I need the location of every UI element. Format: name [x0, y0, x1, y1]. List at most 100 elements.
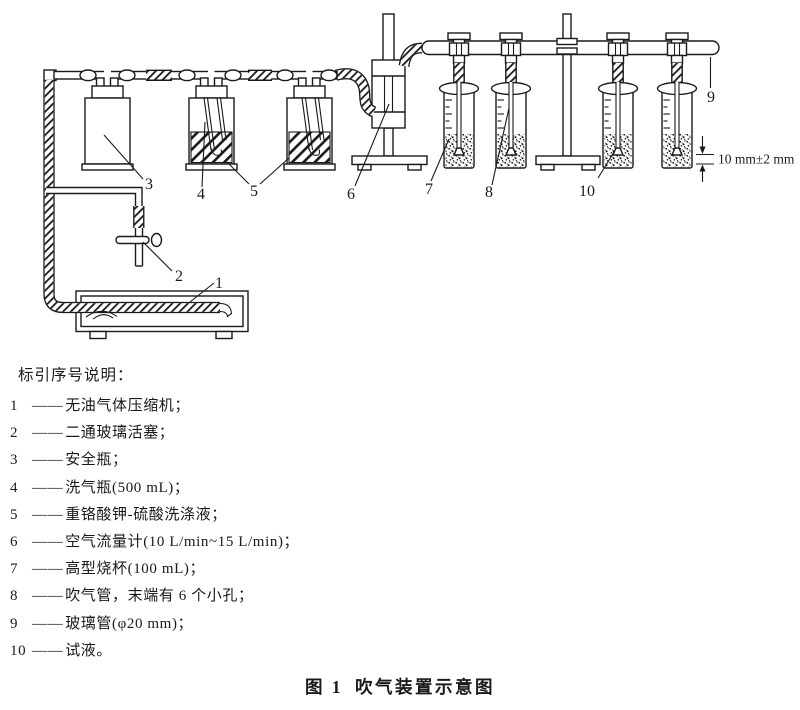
legend-item-dash: ——: [32, 642, 64, 659]
legend-item-2: 2 ——二通玻璃活塞；: [10, 421, 770, 448]
tube-connector: [79, 69, 97, 82]
legend-item-label: 二通玻璃活塞；: [65, 425, 175, 442]
tube-connector: [320, 69, 338, 82]
legend-item-number: 7: [10, 561, 19, 578]
flow-meter-tube: [382, 13, 395, 63]
pipework: [43, 69, 338, 290]
beaker-2: [490, 81, 532, 169]
legend-item-dash: ——: [32, 425, 64, 442]
tube-connector: [118, 69, 136, 82]
beaker-4: [656, 81, 698, 169]
bottle-stopper: [91, 85, 124, 99]
legend-item-number: 6: [10, 533, 19, 550]
two-way-stopcock: [46, 186, 163, 267]
blow-tube-tip: [452, 147, 466, 156]
figure-title: 吹气装置示意图: [355, 677, 496, 697]
legend-item-label: 试液。: [65, 642, 113, 659]
legend-item-label: 安全瓶；: [65, 452, 128, 469]
washing-liquid: [190, 131, 233, 164]
gas-washing-bottle-2: [283, 77, 336, 171]
legend-item-1: 1 ——无油气体压缩机；: [10, 394, 770, 421]
bottle-body: [84, 97, 131, 165]
figure-number: 图 1: [304, 677, 344, 697]
legend-title: 标引序号说明：: [18, 367, 134, 384]
part-label-8: 8: [485, 184, 493, 201]
bottle-stopper: [293, 85, 326, 99]
part-label-6: 6: [347, 186, 355, 203]
air-compressor: [43, 284, 249, 340]
legend-item-label: 吹气管，末端有 6 个小孔；: [65, 588, 254, 605]
flow-meter-rod: [383, 127, 394, 157]
legend-item-dash: ——: [32, 398, 64, 414]
flow-meter-body: [371, 59, 406, 129]
legend-item-number: 9: [10, 615, 19, 632]
legend-item-dash: ——: [32, 615, 64, 632]
blow-tube-tip: [670, 147, 684, 156]
legend-item-label: 无油气体压缩机；: [65, 398, 191, 414]
blow-tube-fitting-4: [665, 32, 689, 83]
gas-washing-bottle-1: [185, 77, 238, 171]
legend-item-label: 重铬酸钾-硫酸洗涤液；: [65, 506, 227, 523]
blow-tube-fittings: [447, 32, 689, 83]
part-label-7: 7: [425, 181, 433, 198]
legend-item-number: 4: [10, 479, 19, 496]
part-label-2: 2: [175, 268, 183, 285]
legend-item-dash: ——: [32, 533, 64, 550]
legend-item-number: 2: [10, 425, 19, 442]
legend-item-dash: ——: [32, 506, 64, 523]
beaker-3: [597, 81, 639, 169]
legend-item-label: 空气流量计(10 L/min~15 L/min)；: [65, 533, 300, 550]
blow-tube-fitting-3: [606, 32, 630, 83]
legend-item-number: 3: [10, 452, 19, 469]
bottle-stopper: [195, 85, 228, 99]
tube-nozzle: [219, 302, 233, 318]
blowing-apparatus-diagram: 10 mm±2 mm 1 2 3 4 5 6 7 8 9 10: [43, 13, 795, 340]
legend-item-label: 洗气瓶(500 mL)；: [65, 479, 190, 496]
legend-item-7: 7 ——高型烧杯(100 mL)；: [10, 557, 770, 584]
legend-item-10: 10 ——试液。: [10, 639, 770, 666]
legend-item-number: 1: [10, 398, 19, 414]
blow-tube-fitting-1: [447, 32, 471, 83]
dimension-annotation: 10 mm±2 mm: [696, 136, 795, 182]
part-label-9: 9: [707, 89, 715, 106]
legend-item-6: 6 ——空气流量计(10 L/min~15 L/min)；: [10, 530, 770, 557]
part-label-1: 1: [215, 275, 223, 292]
tube-connector: [276, 69, 294, 82]
legend-item-dash: ——: [32, 588, 64, 605]
stopcock-handle: [115, 235, 150, 245]
stopcock-knob: [150, 232, 163, 248]
legend-item-number: 10: [10, 642, 27, 659]
air-flow-meter: [351, 13, 428, 171]
legend-item-3: 3 ——安全瓶；: [10, 448, 770, 475]
legend-item-number: 5: [10, 506, 19, 523]
part-label-4: 4: [197, 186, 205, 203]
part-label-10: 10: [579, 183, 595, 200]
intake-swirl: [85, 310, 118, 320]
legend-item-dash: ——: [32, 561, 64, 578]
legend-item-9: 9 ——玻璃管(φ20 mm)；: [10, 612, 770, 639]
legend-item-dash: ——: [32, 452, 64, 469]
stand-clamp: [556, 37, 578, 55]
legend-item-8: 8 ——吹气管，末端有 6 个小孔；: [10, 584, 770, 611]
legend-item-5: 5 ——重铬酸钾-硫酸洗涤液；: [10, 503, 770, 530]
figure-caption: 图 1 吹气装置示意图: [0, 674, 800, 699]
beaker-1: [438, 81, 480, 169]
legend-item-label: 玻璃管(φ20 mm)；: [65, 615, 194, 632]
legend-item-label: 高型烧杯(100 mL)；: [65, 561, 206, 578]
legend-item-number: 8: [10, 588, 19, 605]
part-label-5: 5: [250, 183, 258, 200]
part-labels: 1 2 3 4 5 6 7 8 9 10: [103, 57, 715, 303]
tube-connector: [224, 69, 242, 82]
support-stand: [535, 13, 601, 171]
tube-connector: [178, 69, 196, 82]
blow-tube-fitting-2: [499, 32, 523, 83]
flow-meter-base: [351, 155, 428, 166]
safety-bottle: [81, 77, 134, 171]
dimension-text: 10 mm±2 mm: [718, 152, 795, 167]
legend-item-dash: ——: [32, 479, 64, 496]
legend: 标引序号说明： 1——无油气体压缩机； 2——二通玻璃活塞； 3——安全瓶； 4…: [10, 363, 770, 666]
legend-item-4: 4 ——洗气瓶(500 mL)；: [10, 476, 770, 503]
part-label-3: 3: [145, 176, 153, 193]
beakers: [438, 81, 698, 169]
blow-tube-tip: [504, 147, 518, 156]
